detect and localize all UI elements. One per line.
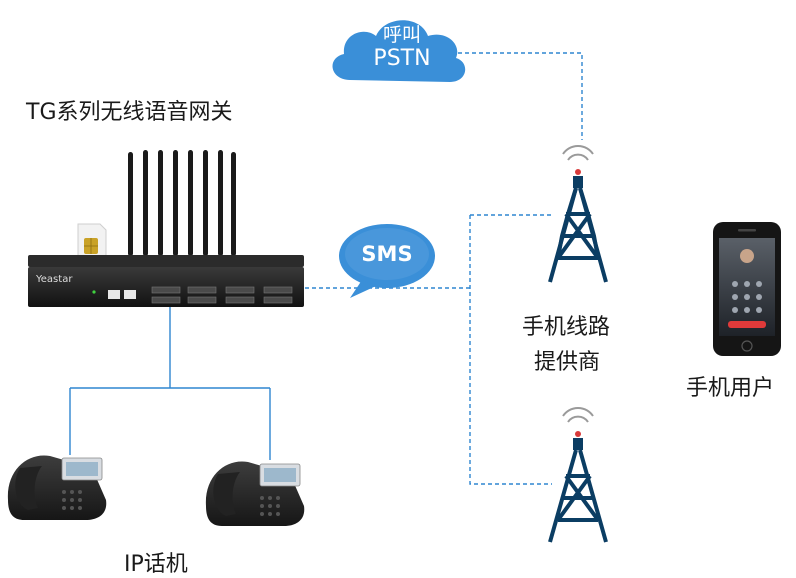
carrier-label-line1: 手机线路 — [522, 315, 611, 340]
antenna-array — [128, 150, 236, 256]
cloud-label-line1: 呼叫 — [382, 24, 421, 46]
ip-phone-icon — [7, 455, 107, 520]
pstn-link — [458, 52, 583, 140]
cloud-label-line2: PSTN — [373, 46, 431, 71]
lan-link — [69, 300, 271, 460]
connection-lines — [69, 52, 583, 485]
gateway-title: TG系列无线语音网关 — [26, 100, 233, 125]
ip-phone-icon — [205, 461, 305, 526]
ip-phone-label: IP话机 — [124, 552, 188, 577]
mobile-user-label: 手机用户 — [686, 376, 775, 401]
sim-card-icon — [77, 223, 107, 265]
smartphone-icon — [713, 222, 781, 356]
cloud-icon — [332, 20, 466, 82]
carrier-label-line2: 提供商 — [534, 350, 601, 375]
gateway-device-icon: Yeastar — [28, 255, 304, 307]
cell-tower-icon — [548, 145, 608, 283]
cell-tower-icon — [548, 407, 608, 543]
tower-branch-link — [469, 214, 552, 485]
sms-label: SMS — [361, 242, 413, 266]
sms-bubble-icon — [339, 224, 435, 298]
gateway-brand-text: Yeastar — [35, 274, 73, 285]
